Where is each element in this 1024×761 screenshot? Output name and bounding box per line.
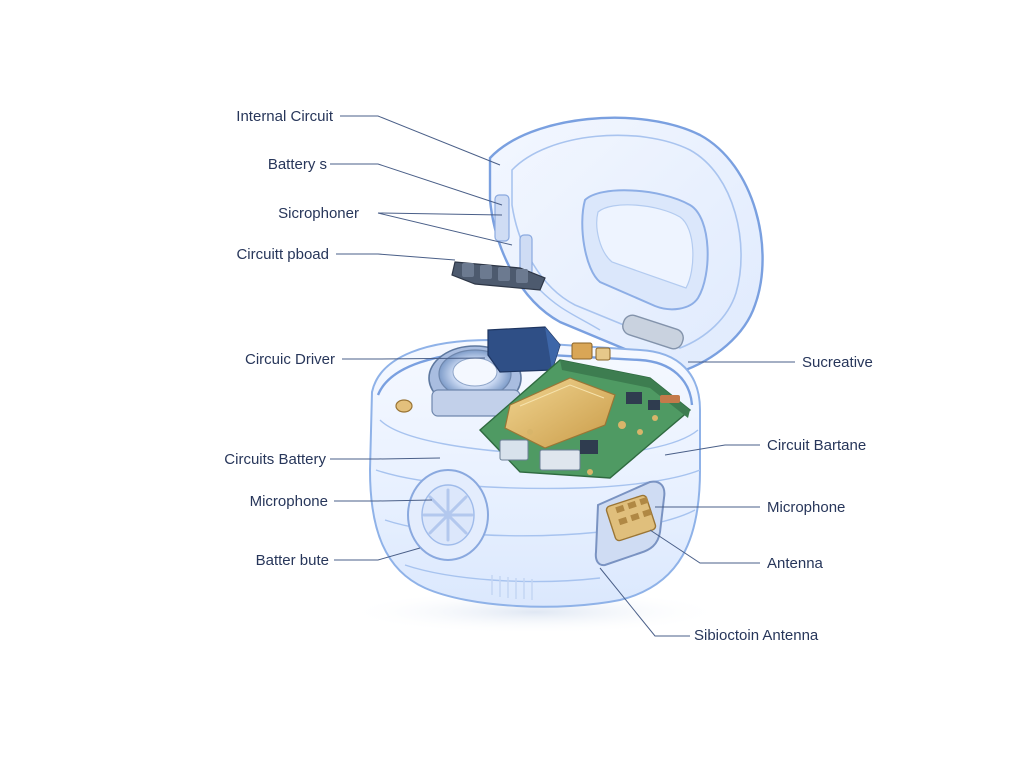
leader-lines [330,115,795,637]
callout-labels: Internal Circuit Battery s Sicrophoner C… [224,108,873,644]
front-connector [594,480,666,567]
label-batter-bute: Batter bute [256,552,329,569]
label-circuitt-pboad: Circuitt pboad [236,246,329,263]
label-circuic-driver: Circuic Driver [245,351,335,368]
floating-board-module [451,261,546,291]
label-circuit-bartane: Circuit Bartane [767,437,866,454]
label-sucreative: Sucreative [802,354,873,371]
label-antenna: Antenna [767,555,824,572]
label-battery-s: Battery s [268,156,327,173]
label-microphone-right: Microphone [767,499,845,516]
label-sicrophoner: Sicrophoner [278,205,359,222]
case-lid [488,116,764,374]
label-sibioctoin-antenna: Sibioctoin Antenna [694,627,819,644]
label-circuits-battery: Circuits Battery [224,451,326,468]
main-pcb [478,342,692,479]
internal-components [428,326,692,479]
label-microphone-left: Microphone [250,493,328,510]
label-internal-circuit: Internal Circuit [236,108,334,125]
floor-shadow [345,590,725,634]
